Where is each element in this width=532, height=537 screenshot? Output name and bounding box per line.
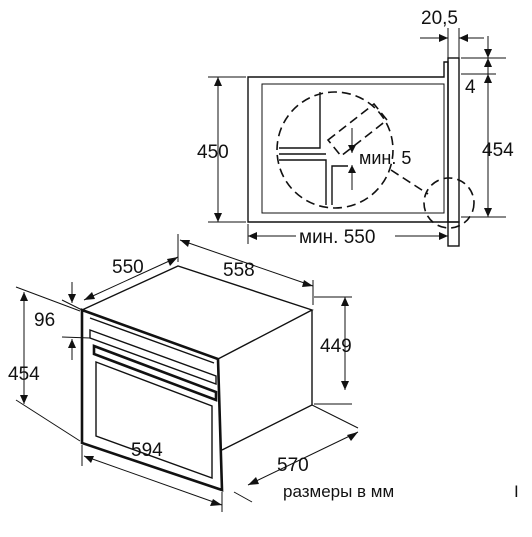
top-gap-label: 4 <box>465 77 476 98</box>
door-window <box>95 360 213 479</box>
side-height-label: 454 <box>482 140 514 161</box>
detail-profile-h2 <box>279 159 327 205</box>
niche-height-label: 450 <box>197 142 229 163</box>
oven-front-frame <box>80 308 224 492</box>
total-depth-label: 570 <box>277 455 309 476</box>
units-caption: размеры в мм <box>283 482 394 501</box>
corner-mark: I <box>514 482 519 501</box>
dim-570-line <box>247 431 359 486</box>
front-height-label: 454 <box>8 364 40 385</box>
door-handle <box>92 344 218 402</box>
side-panel-lower <box>447 221 460 247</box>
dim-558-line <box>179 239 314 287</box>
detail-profile-v2 <box>331 165 348 205</box>
detail-profile-v <box>279 92 321 149</box>
top-width-label: 20,5 <box>421 8 458 29</box>
detail-part <box>326 102 389 158</box>
niche-cavity <box>261 83 445 214</box>
detail-circle <box>276 91 394 209</box>
min-gap-label: мин. 5 <box>359 148 411 168</box>
oven-inner-width-label: 558 <box>223 260 255 281</box>
side-panel <box>447 57 460 223</box>
front-panel-label: 96 <box>34 310 55 331</box>
detail-leader <box>390 169 429 195</box>
oven-top-face <box>80 265 314 360</box>
oven-isometric-view: 550 558 96 454 449 594 <box>8 234 359 512</box>
oven-depth-label: 550 <box>112 257 144 278</box>
niche-section-view: мин. 5 450 454 4 20,5 <box>197 8 514 248</box>
oven-side-face <box>221 310 313 451</box>
dim-594-line <box>83 455 223 506</box>
dim-550-line <box>83 256 179 301</box>
control-panel <box>89 328 217 386</box>
min-depth-label: мин. 550 <box>299 227 375 248</box>
oven-height-label: 449 <box>320 336 352 357</box>
detail-circle-small <box>423 177 475 229</box>
front-width-label: 594 <box>131 440 163 461</box>
